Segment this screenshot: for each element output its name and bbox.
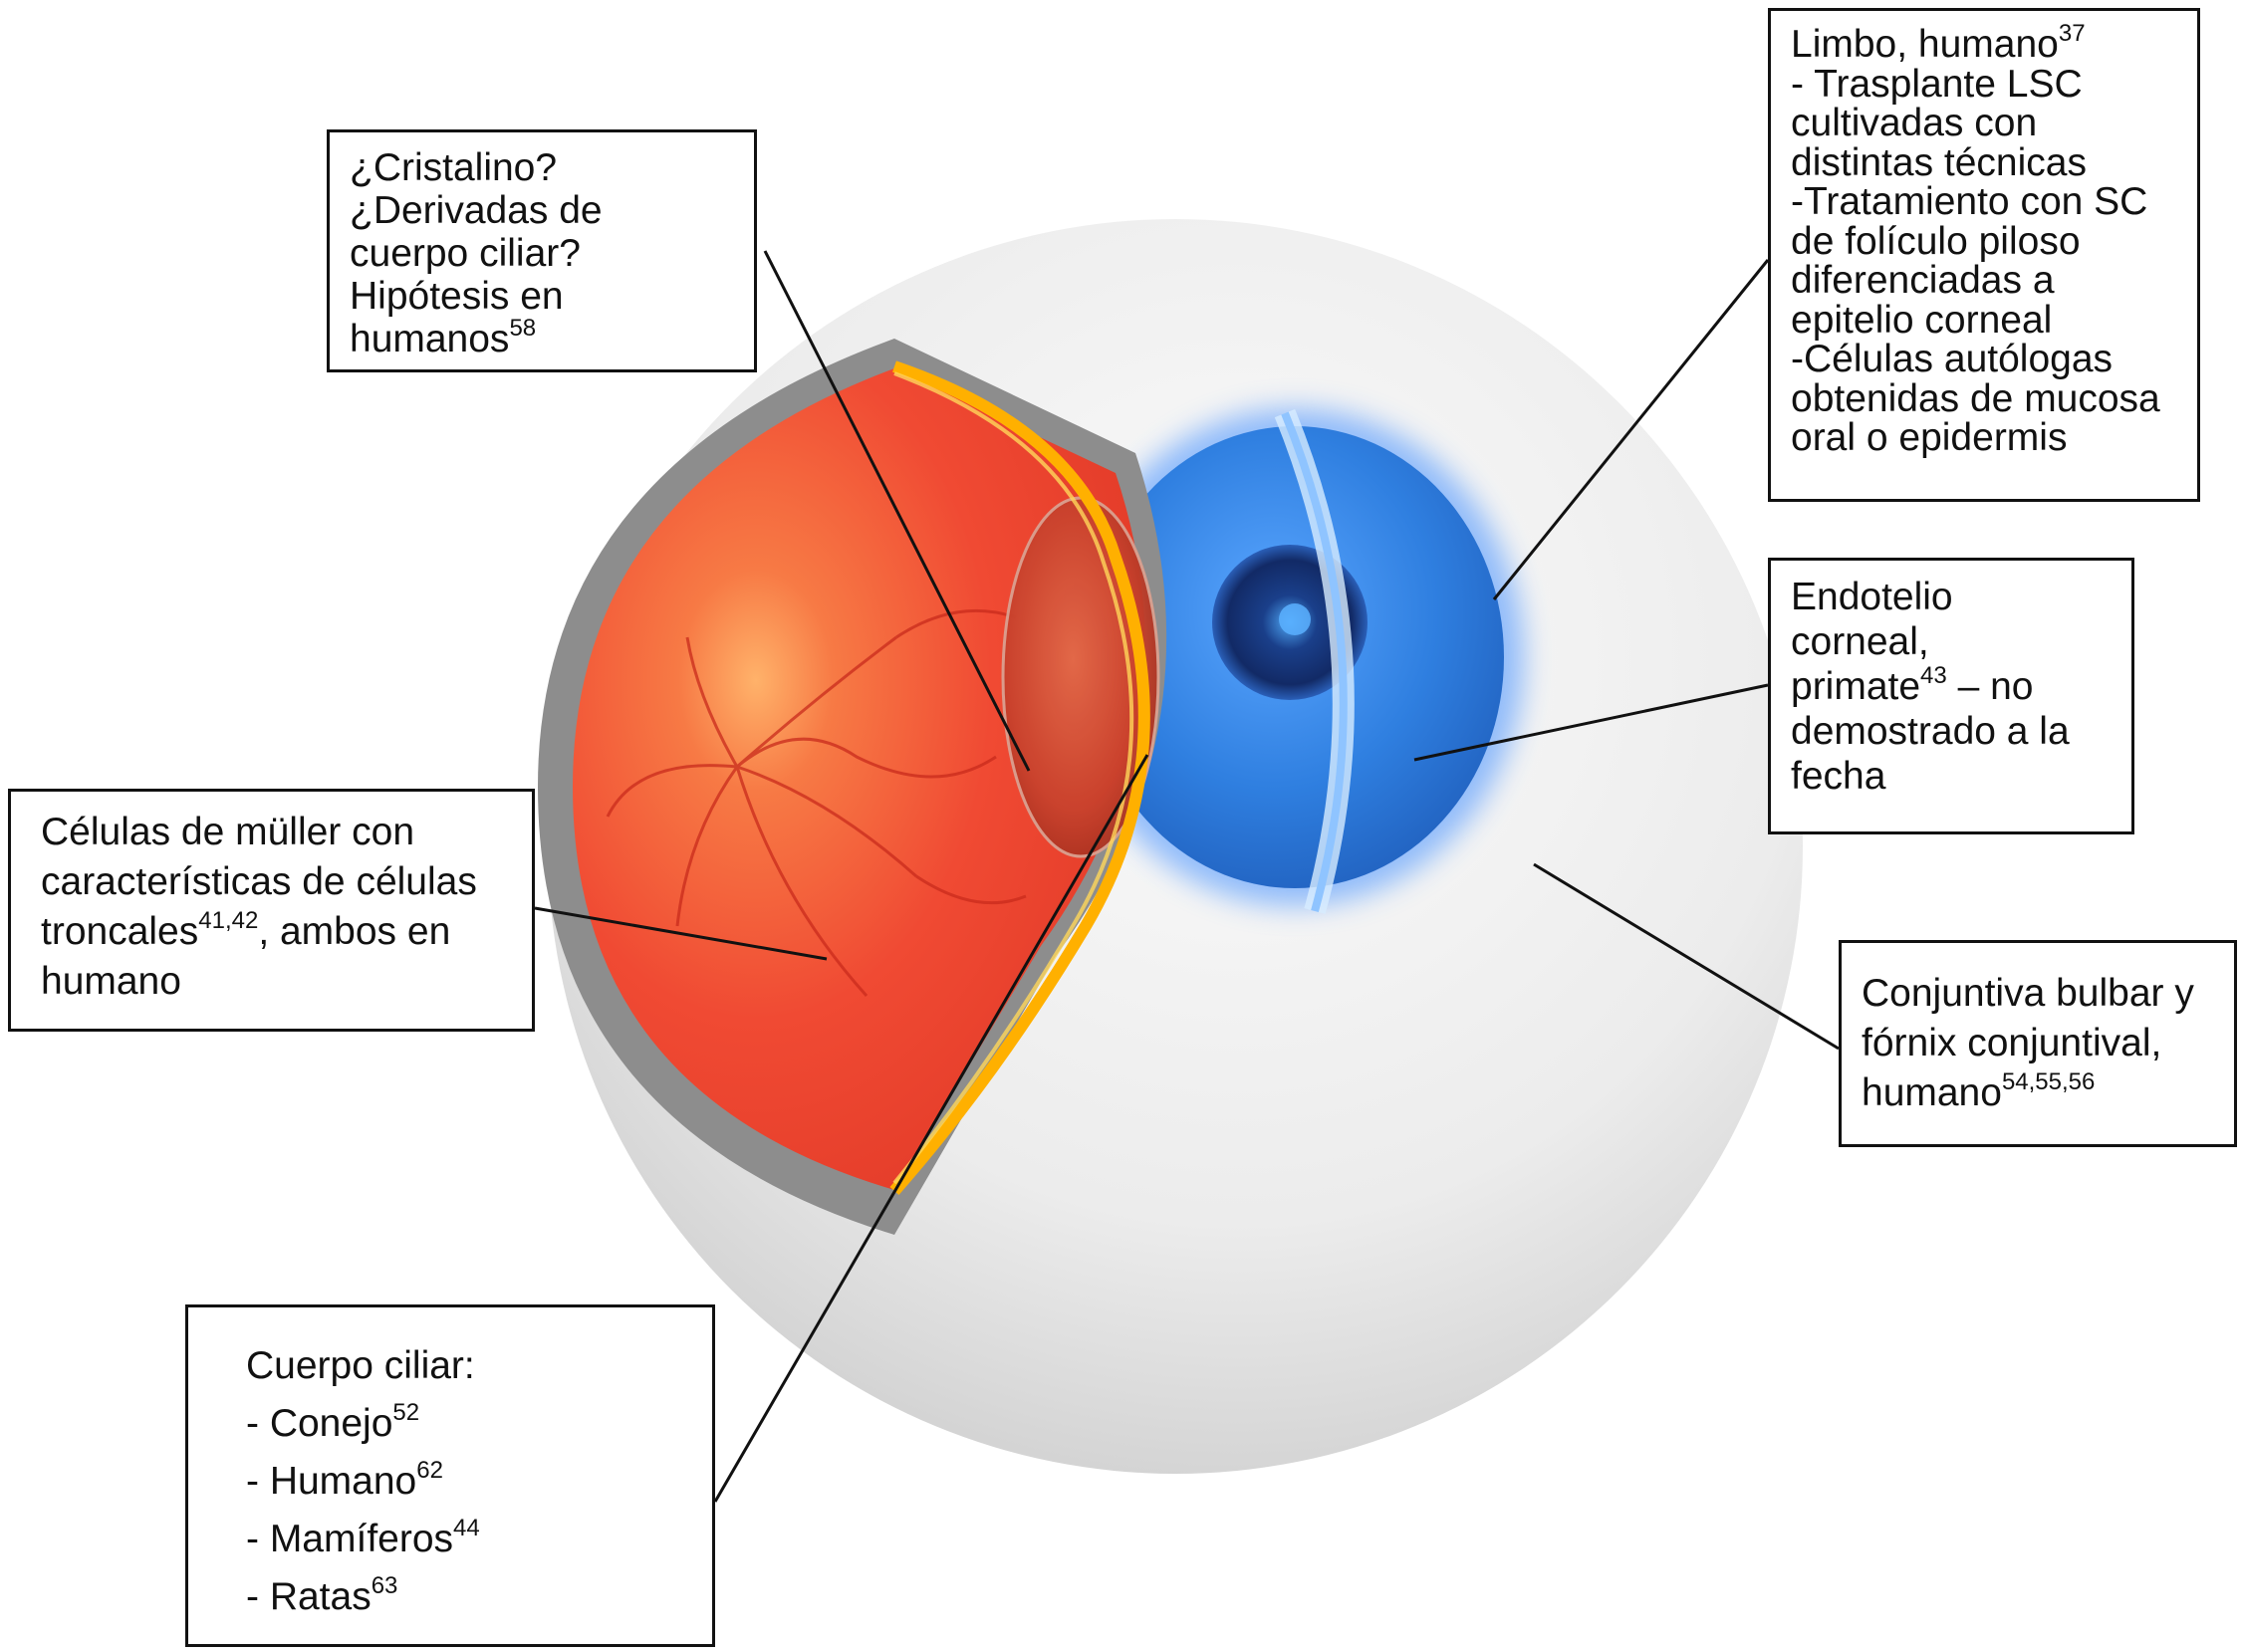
callout-limbo-ref: 37	[2058, 20, 2086, 47]
callout-ciliar-item-3-ref: 44	[453, 1515, 480, 1541]
callout-limbo-line-9: obtenidas de mucosa	[1791, 376, 2160, 420]
callout-endotelio-line-1: Endotelio	[1791, 576, 1953, 618]
callout-endotelio-line-4: demostrado a la	[1791, 710, 2070, 753]
callout-limbo-line-7: epitelio corneal	[1791, 298, 2053, 342]
callout-ciliar-item-4: - Ratas	[246, 1575, 372, 1618]
callout-endotelio-ref: 43	[1920, 662, 1947, 689]
callout-ciliar-item-1: - Conejo	[246, 1402, 393, 1445]
callout-cristalino-line-5: humanos	[350, 318, 510, 360]
retina-section-shape	[573, 368, 1145, 1190]
callout-cristalino-line-3: cuerpo ciliar?	[350, 232, 581, 275]
callout-limbo-line-4: -Tratamiento con SC	[1791, 180, 2148, 223]
callout-cristalino-line-2: ¿Derivadas de	[350, 189, 603, 232]
callout-limbo-line-10: oral o epidermis	[1791, 416, 2068, 459]
callout-limbo-line-1: - Trasplante LSC	[1791, 62, 2083, 106]
callout-muller-ref: 41,42	[198, 907, 259, 934]
callout-conjuntiva-line-3: humano	[1862, 1071, 2002, 1114]
callout-limbo-line-6: diferenciadas a	[1791, 259, 2055, 302]
callout-endotelio-line-5: fecha	[1791, 755, 1886, 798]
callout-endotelio: Endotelio corneal, primate43 – no demost…	[1768, 558, 2134, 834]
callout-limbo-line-2: cultivadas con	[1791, 102, 2038, 144]
callout-limbo-line-3: distintas técnicas	[1791, 140, 2087, 184]
callout-ciliar-title: Cuerpo ciliar:	[246, 1344, 475, 1387]
callout-ciliar-item-1-ref: 52	[392, 1399, 420, 1426]
callout-ciliar: Cuerpo ciliar: - Conejo52 - Humano62 - M…	[185, 1304, 715, 1647]
callout-cristalino-ref: 58	[509, 315, 537, 342]
callout-endotelio-primate-rest: – no	[1946, 665, 2034, 708]
callout-limbo-line-5: de folículo piloso	[1791, 219, 2081, 263]
callout-conjuntiva-line-1: Conjuntiva bulbar y	[1862, 972, 2194, 1015]
callout-cristalino-line-4: Hipótesis en	[350, 275, 564, 318]
callout-muller-line-2: características de células	[41, 860, 477, 903]
callout-muller: Células de müller con características de…	[8, 789, 535, 1032]
callout-conjuntiva-line-2: fórnix conjuntival,	[1862, 1022, 2162, 1064]
callout-endotelio-line-2: corneal,	[1791, 620, 1929, 663]
callout-endotelio-primate: primate	[1791, 665, 1921, 708]
callout-conjuntiva-ref: 54,55,56	[2001, 1068, 2096, 1095]
callout-muller-line-4: humano	[41, 960, 181, 1003]
callout-cristalino-line-1: ¿Cristalino?	[350, 146, 558, 189]
callout-muller-line-1: Células de müller con	[41, 811, 415, 853]
callout-cristalino: ¿Cristalino? ¿Derivadas de cuerpo ciliar…	[327, 129, 757, 372]
callout-ciliar-item-4-ref: 63	[371, 1572, 398, 1599]
callout-muller-line-3b: , ambos en	[258, 910, 451, 953]
callout-ciliar-item-2: - Humano	[246, 1460, 417, 1503]
callout-ciliar-item-2-ref: 62	[416, 1457, 443, 1484]
callout-limbo-line-8: -Células autólogas	[1791, 338, 2114, 380]
callout-conjuntiva: Conjuntiva bulbar y fórnix conjuntival, …	[1839, 940, 2237, 1147]
callout-limbo-title: Limbo, humano	[1791, 23, 2059, 66]
callout-ciliar-item-3: - Mamíferos	[246, 1518, 454, 1560]
retina-vessels-icon	[606, 608, 1027, 998]
callout-muller-line-3a: troncales	[41, 910, 199, 953]
leader-lines	[534, 250, 1840, 1503]
callout-limbo: Limbo, humano37 - Trasplante LSC cultiva…	[1768, 8, 2200, 502]
